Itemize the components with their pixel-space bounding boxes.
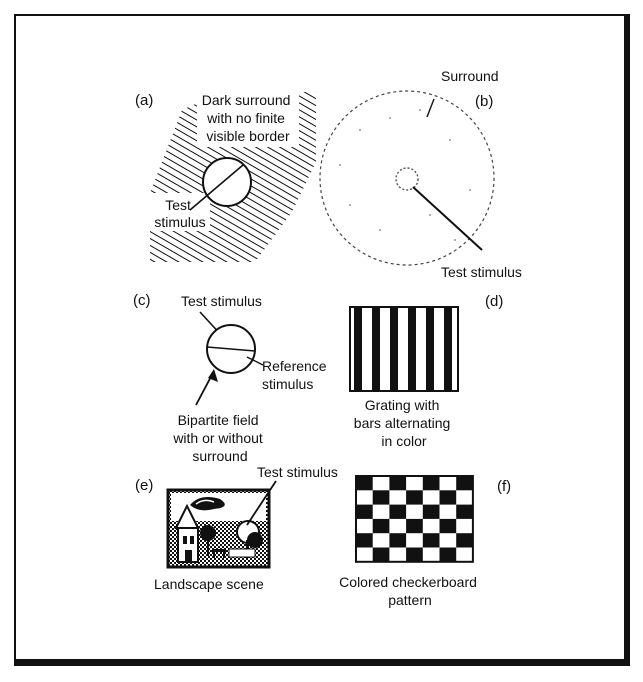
reference-stimulus-label: Reference stimulus — [262, 358, 330, 392]
panel-d: (d) Grating with bars alternating in col… — [350, 293, 503, 449]
checkerboard-cell — [406, 519, 423, 533]
checkerboard-cell — [423, 476, 440, 490]
checkerboard-cell — [356, 533, 373, 547]
grating-frame — [350, 307, 458, 391]
checkerboard-cell — [389, 476, 406, 490]
figure-frame-bottom-band — [15, 659, 629, 666]
panel-c: (c) Test stimulus Reference stimulus Bip… — [133, 292, 330, 464]
panel-b-letter: (b) — [475, 93, 493, 110]
checkerboard-caption: Colored checkerboard pattern — [339, 574, 481, 608]
dark-surround-label: Dark surround with no finite visible bor… — [202, 92, 295, 144]
checkerboard-cell — [373, 548, 390, 562]
grating-caption: Grating with bars alternating in color — [354, 397, 454, 449]
test-stimulus-label-e: Test stimulus — [257, 464, 338, 480]
landscape-caption: Landscape scene — [154, 576, 264, 592]
panel-e: (e) Test stimulus — [135, 464, 338, 592]
test-stimulus-label-c: Test stimulus — [181, 293, 262, 309]
checkerboard-cell — [456, 476, 473, 490]
panel-f-letter: (f) — [497, 478, 511, 495]
checkerboard-cell — [440, 519, 457, 533]
checkerboard-cell — [406, 490, 423, 504]
checkerboard-cell — [456, 533, 473, 547]
checkerboard-cell — [440, 548, 457, 562]
checkerboard-cell — [389, 533, 406, 547]
checkerboard-cell — [373, 519, 390, 533]
test-stimulus-label-b: Test stimulus — [441, 264, 522, 280]
test-stimulus-disk — [203, 158, 251, 206]
checkerboard-cell — [423, 533, 440, 547]
panel-c-letter: (c) — [133, 292, 151, 309]
surround-pointer — [427, 99, 434, 117]
panel-d-letter: (d) — [485, 293, 503, 310]
bipartite-field-label: Bipartite field with or without surround — [172, 412, 266, 464]
landscape-scene-image — [168, 490, 269, 567]
figure-frame-right-band — [624, 15, 629, 665]
checkerboard-cell — [389, 505, 406, 519]
panel-e-letter: (e) — [135, 477, 153, 494]
checkerboard-cell — [373, 490, 390, 504]
checkerboard-cell — [423, 505, 440, 519]
panel-f: (f) Colored checkerboard pattern — [339, 476, 511, 608]
checkerboard-cell — [440, 490, 457, 504]
surround-label: Surround — [441, 68, 499, 84]
panel-b: (b) Surround Test stimulus — [320, 68, 522, 280]
test-stimulus-pointer-b — [413, 187, 482, 250]
checkerboard-cell — [356, 505, 373, 519]
panel-a-letter: (a) — [135, 92, 153, 109]
figure-frame — [15, 15, 629, 665]
checkerboard-cell — [406, 548, 423, 562]
checkerboard-pattern — [356, 476, 473, 562]
checkerboard-cell — [356, 476, 373, 490]
test-stimulus-spot — [396, 168, 418, 190]
checkerboard-cell — [456, 505, 473, 519]
panel-a: (a) Dark surround with no finite visible… — [135, 91, 316, 262]
